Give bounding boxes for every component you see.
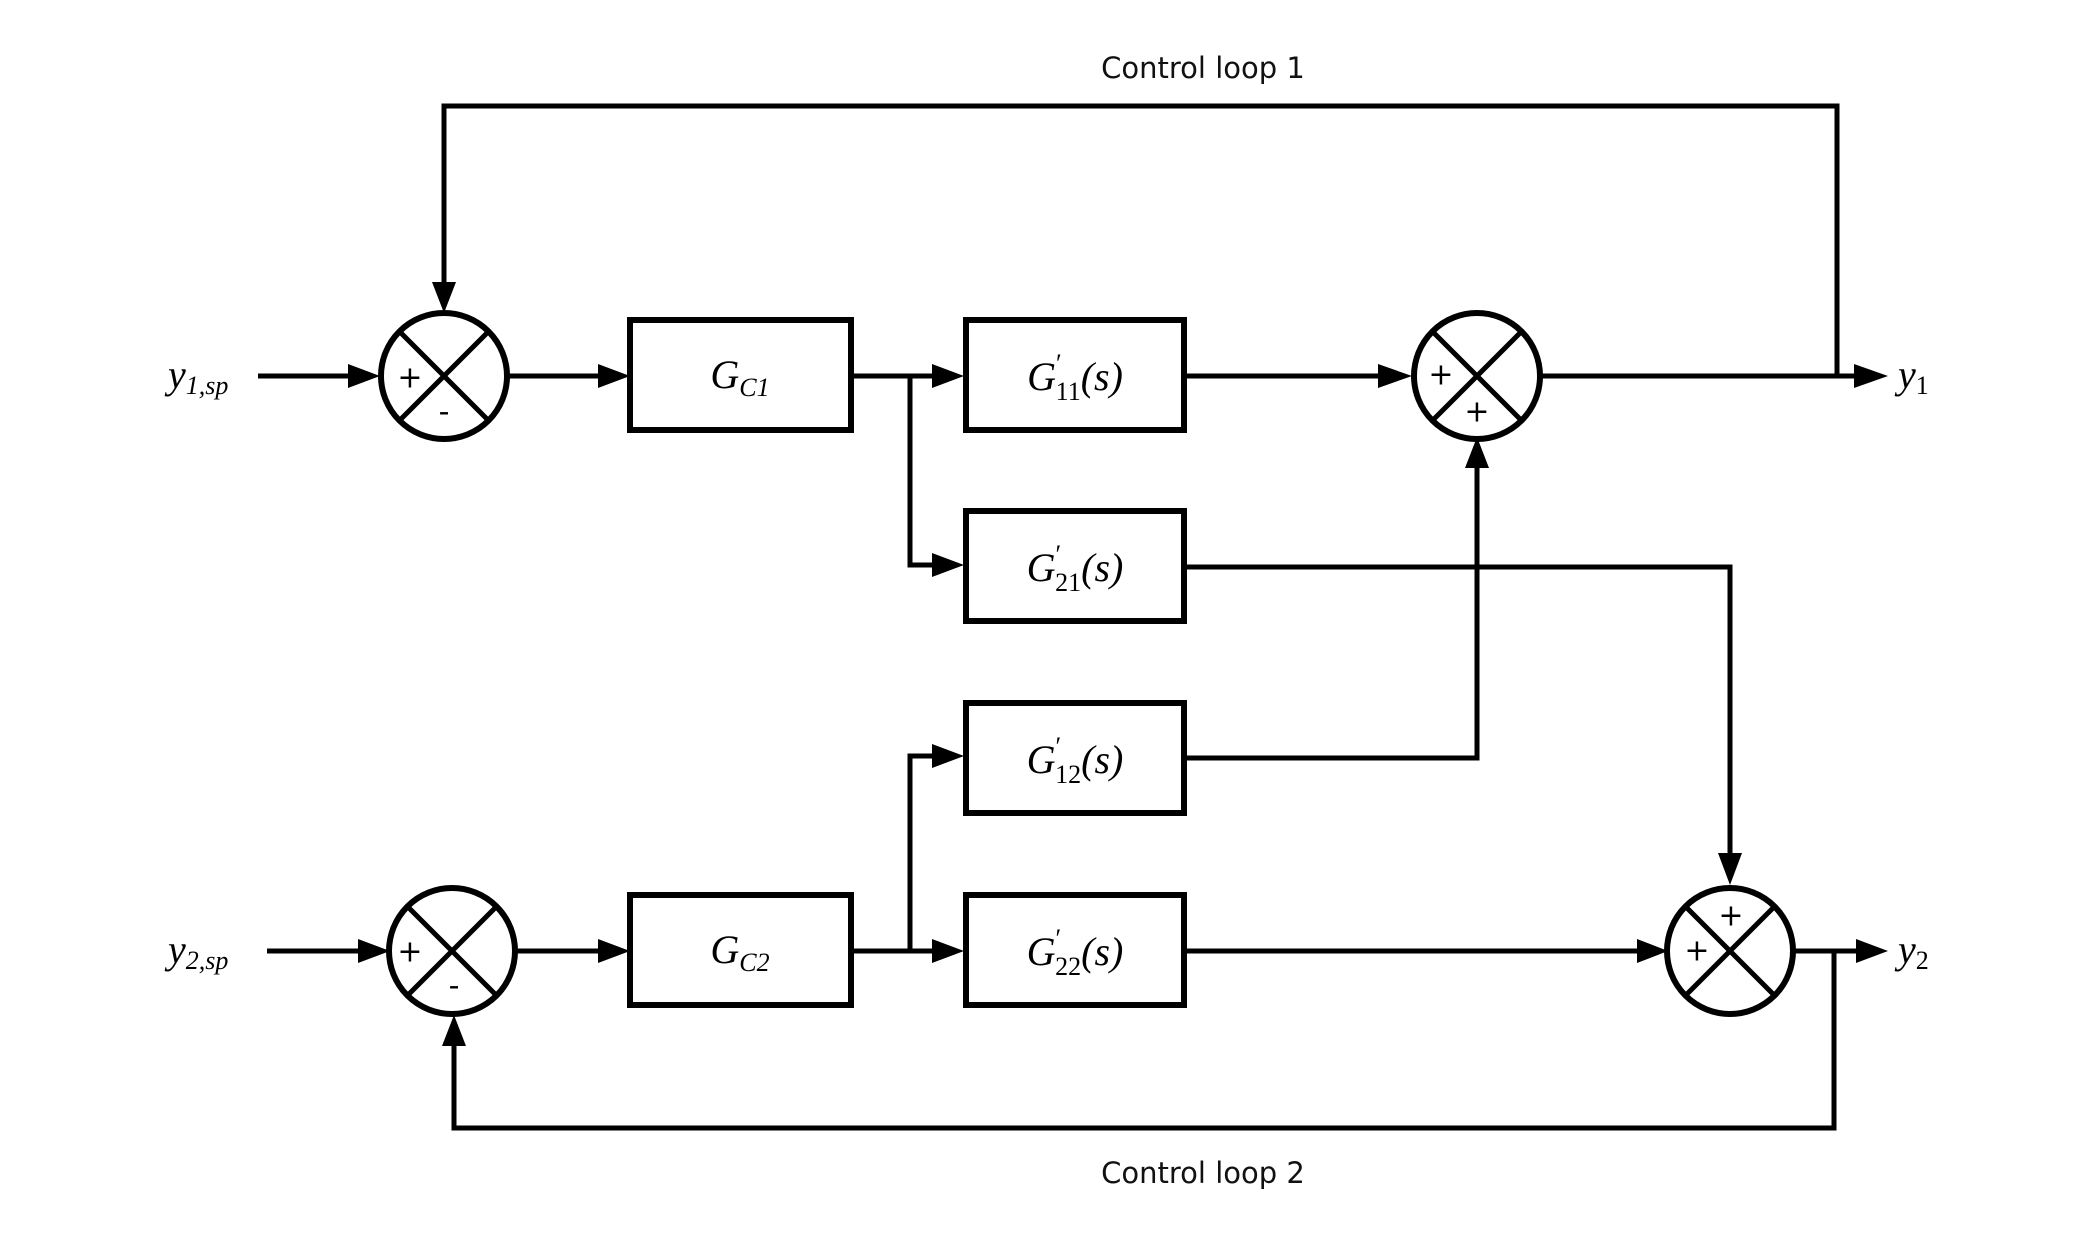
plus-sign: +: [1428, 358, 1453, 393]
label-prime: ′: [1055, 732, 1061, 761]
block-rect: [963, 508, 1187, 624]
wire-g21-to-sum4: [1184, 564, 1733, 860]
label-argument: (s): [1081, 545, 1123, 590]
summing-junction-output-2: + +: [1664, 885, 1796, 1017]
block-label: G′22(s): [1027, 924, 1124, 981]
label-base: G: [1027, 354, 1056, 399]
block-rect: [963, 700, 1187, 816]
arrowhead-right: [1378, 364, 1412, 388]
label-base: y: [164, 352, 186, 397]
label-base: y: [1894, 352, 1916, 397]
arrowhead-up: [442, 1015, 466, 1046]
block-rect: [963, 892, 1187, 1008]
control-loop-1-label: Control loop 1: [1101, 51, 1305, 85]
block-label: GC1: [710, 352, 769, 402]
label-subscript: 11: [1056, 377, 1081, 406]
process-block-g21: G′21(s): [963, 508, 1187, 624]
output-label-y1: y1: [1894, 352, 1929, 400]
block-label: G′11(s): [1027, 349, 1123, 406]
label-subscript: C1: [739, 373, 769, 402]
arrowhead-right: [598, 939, 630, 963]
arrowhead-right: [1637, 939, 1668, 963]
minus-sign: -: [449, 969, 460, 1004]
label-prime: ′: [1055, 924, 1061, 953]
label-base: G: [1027, 737, 1056, 782]
block-label: GC2: [710, 927, 769, 977]
arrowhead-right: [932, 553, 964, 577]
label-base: y: [164, 927, 186, 972]
controller-block-gc1: GC1: [627, 317, 854, 433]
label-base: G: [1027, 545, 1056, 590]
label-subscript: 2: [1916, 946, 1929, 975]
input-label-y1-setpoint: y1,sp: [164, 352, 228, 400]
summing-junction-error-1: + -: [378, 310, 510, 442]
label-base: G: [710, 927, 739, 972]
label-base: y: [1894, 927, 1916, 972]
summer-cross: [1431, 330, 1523, 422]
label-subscript: 2,sp: [186, 946, 229, 975]
block-rect: [963, 317, 1187, 433]
arrowhead-right: [1854, 364, 1888, 388]
block-rect: [627, 892, 854, 1008]
block-label: G′12(s): [1027, 732, 1124, 789]
label-subscript: 12: [1055, 760, 1081, 789]
arrowhead-right: [1856, 939, 1888, 963]
block-label: G′21(s): [1027, 540, 1124, 597]
arrowhead-right: [348, 364, 380, 388]
label-argument: (s): [1081, 929, 1123, 974]
wire-feedback-loop-2: [451, 951, 1837, 1131]
wire-g12-to-sum3: [1184, 462, 1480, 761]
label-subscript: 1: [1916, 371, 1929, 400]
arrowhead-down: [1718, 853, 1742, 885]
input-label-y2-setpoint: y2,sp: [164, 927, 228, 975]
label-argument: (s): [1081, 737, 1123, 782]
label-prime: ′: [1055, 540, 1061, 569]
process-block-g12: G′12(s): [963, 700, 1187, 816]
plus-sign: +: [397, 361, 422, 396]
output-label-y2: y2: [1894, 927, 1929, 975]
label-base: G: [710, 352, 739, 397]
block-rect: [627, 317, 854, 433]
arrowhead-right: [932, 744, 964, 768]
label-subscript: 22: [1055, 952, 1081, 981]
plus-sign: +: [1718, 899, 1743, 934]
summing-junction-error-2: + -: [386, 885, 518, 1017]
summer-cross: [406, 905, 498, 997]
label-subscript: C2: [739, 948, 769, 977]
plus-sign: +: [397, 935, 422, 970]
arrowhead-right: [598, 364, 630, 388]
wires: [258, 103, 1860, 1131]
arrowhead-right: [358, 939, 390, 963]
process-block-g11: G′11(s): [963, 317, 1187, 433]
summer-cross: [1684, 905, 1776, 997]
label-prime: ′: [1056, 349, 1062, 378]
label-subscript: 21: [1055, 568, 1081, 597]
control-loop-2-label: Control loop 2: [1101, 1156, 1305, 1190]
label-base: G: [1027, 929, 1056, 974]
label-argument: (s): [1081, 354, 1123, 399]
arrowhead-down: [432, 282, 456, 313]
arrowheads: [348, 282, 1888, 1046]
wire-feedback-loop-1: [441, 103, 1840, 376]
label-subscript: 1,sp: [186, 371, 229, 400]
arrowhead-right: [932, 364, 964, 388]
minus-sign: -: [439, 395, 450, 430]
plus-sign: +: [1464, 395, 1489, 430]
arrowhead-right: [932, 939, 964, 963]
arrowhead-up: [1465, 437, 1489, 468]
controller-block-gc2: GC2: [627, 892, 854, 1008]
summing-junction-output-1: + +: [1411, 310, 1543, 442]
summer-cross: [398, 330, 490, 422]
plus-sign: +: [1684, 934, 1709, 969]
wire-gc2-to-g12: [907, 753, 940, 951]
wire-gc1-to-g21: [907, 376, 940, 568]
process-block-g22: G′22(s): [963, 892, 1187, 1008]
